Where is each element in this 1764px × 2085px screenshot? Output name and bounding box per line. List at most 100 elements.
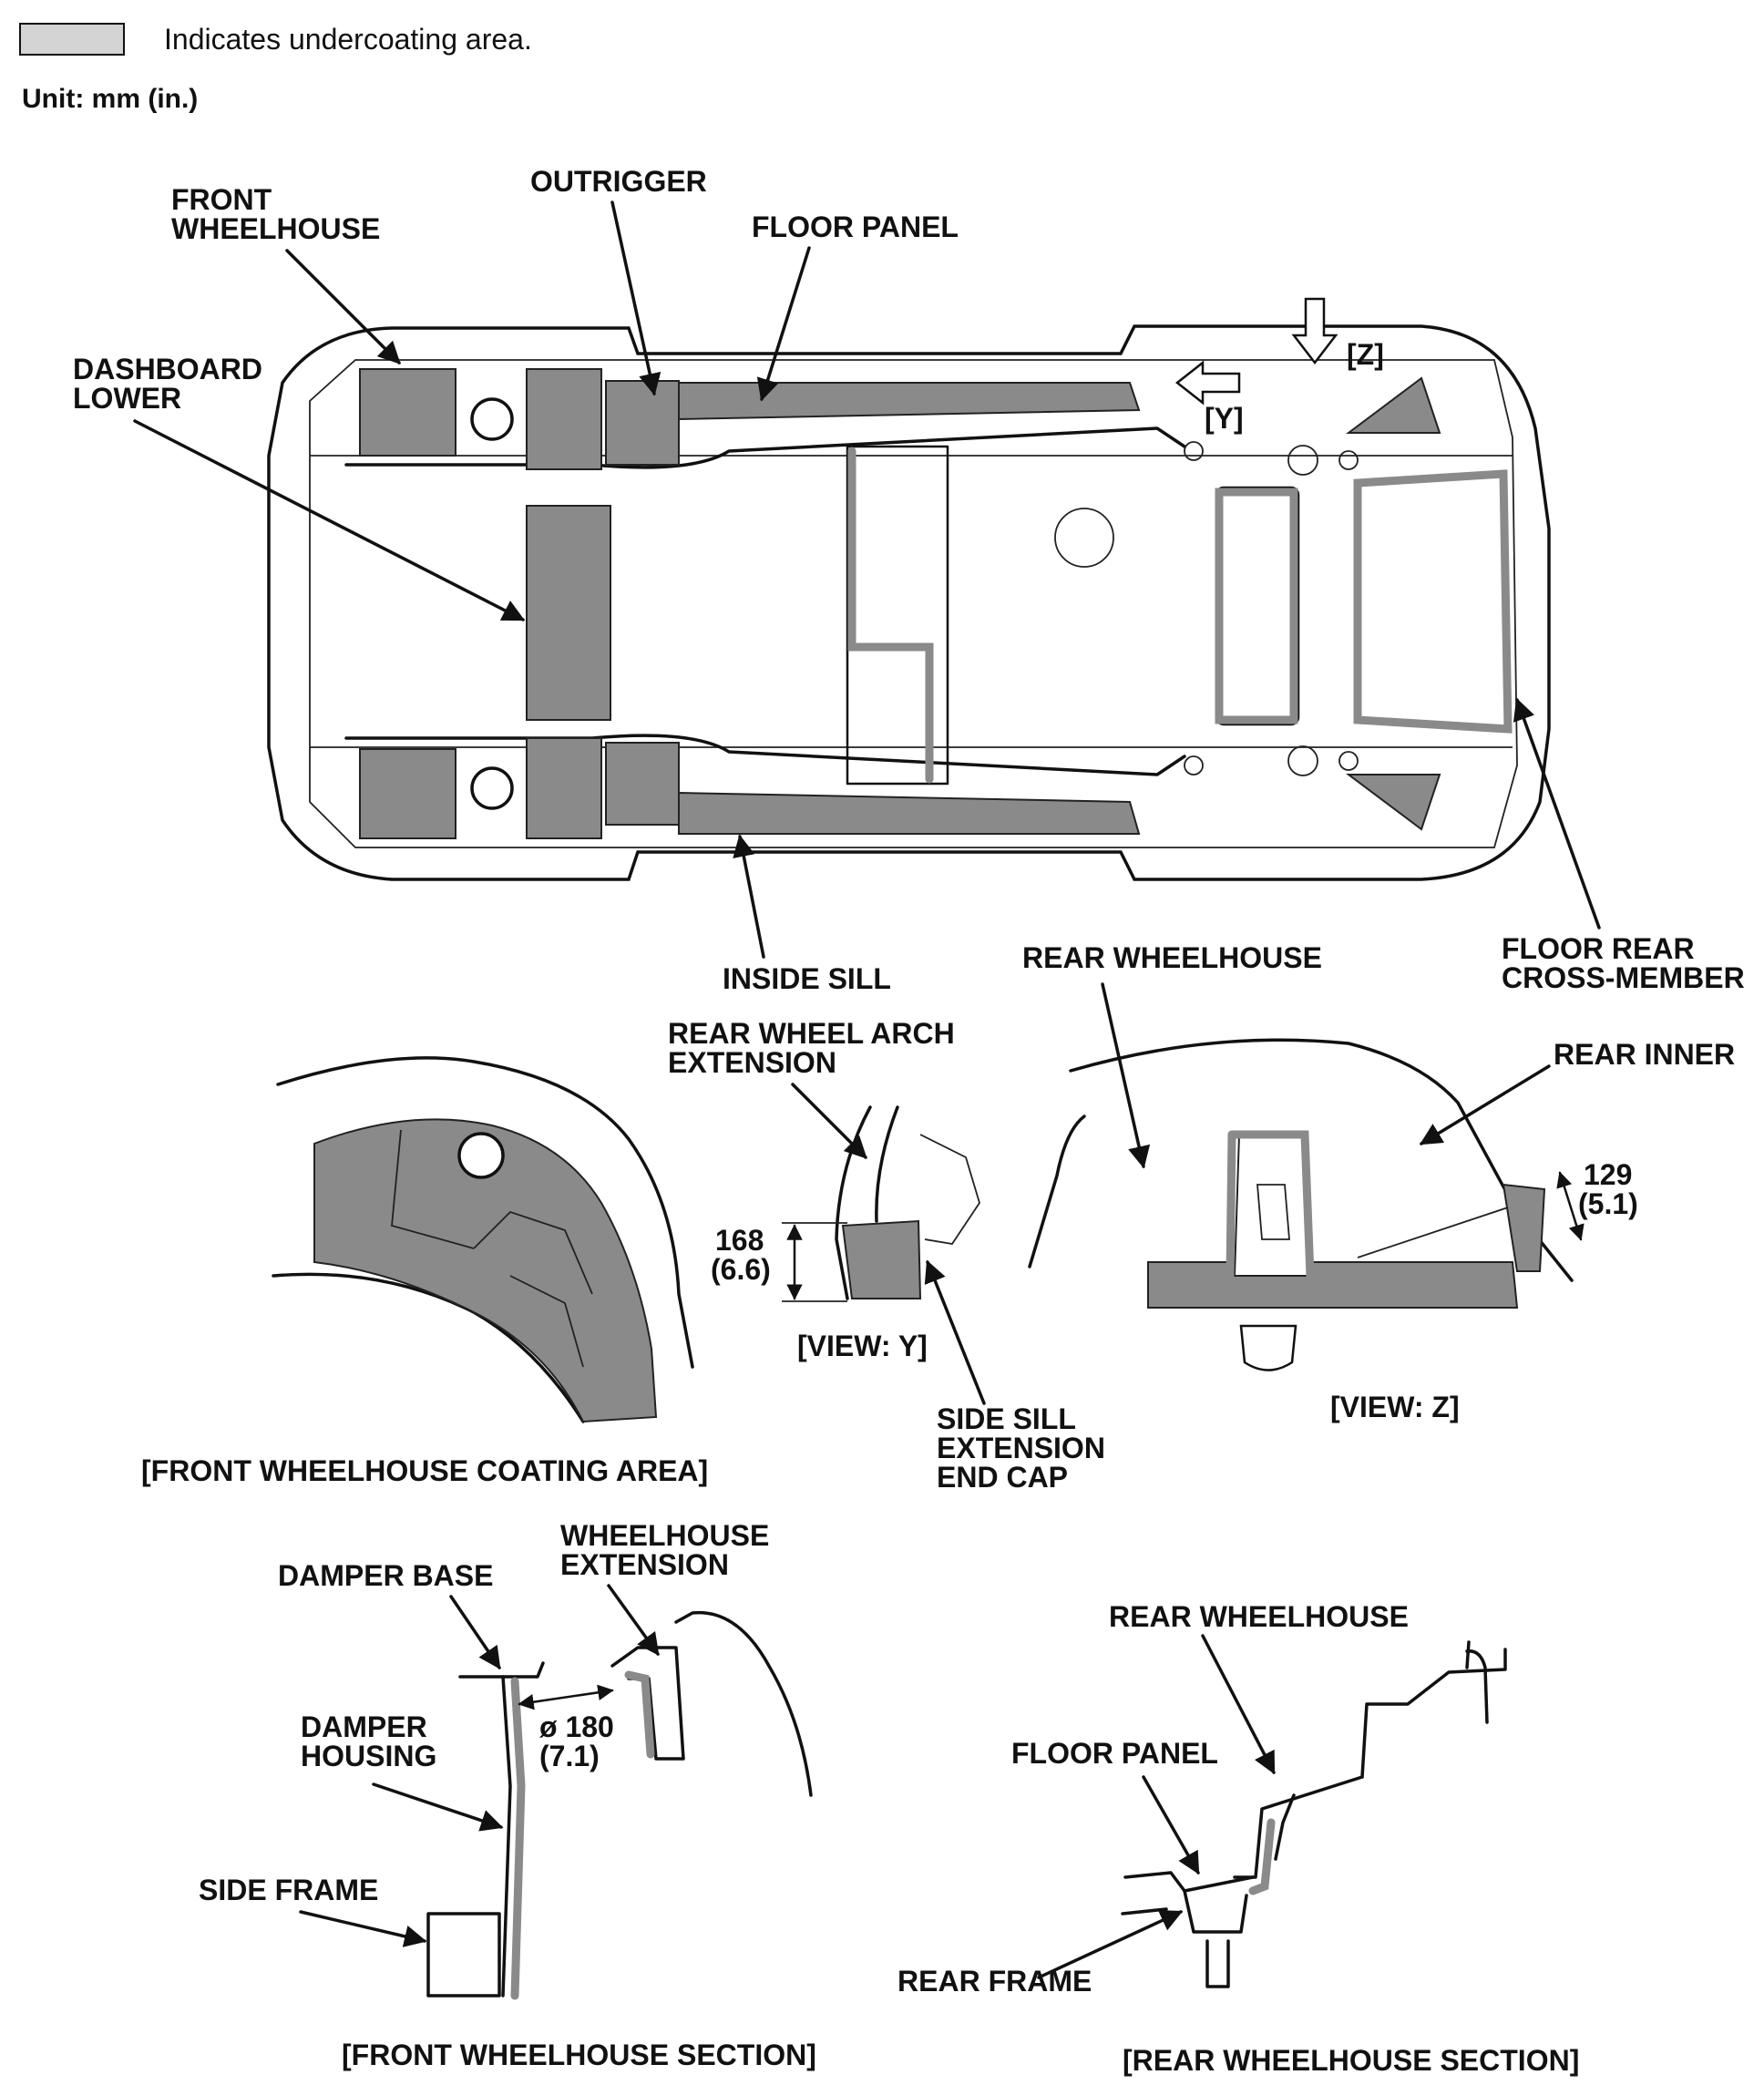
label-floor-rear-cross-member: FLOOR REAR CROSS-MEMBER	[1502, 932, 1745, 994]
view-z-dimension-line	[1556, 1171, 1585, 1241]
leader-outrigger	[610, 200, 662, 396]
rear-wheelhouse-coat	[1248, 1818, 1276, 1895]
leader-side-sill-extension-end-cap	[924, 1259, 986, 1405]
underbody-view: [Z] [Y] FRONT WHEELHOUSE OUTRIGGER FLOOR…	[73, 165, 1745, 995]
front-damper-upper	[470, 397, 514, 441]
outer-panel	[674, 1610, 813, 1797]
view-z-dimension-mm: 129	[1584, 1158, 1632, 1191]
label-damper-base: DAMPER BASE	[278, 1559, 493, 1592]
front-wheelhouse-section: ø 180 (7.1) DAMPER BASE WHEELHOUSE EXTEN…	[199, 1519, 816, 2071]
label-rear-section-floor-panel: FLOOR PANEL	[1011, 1737, 1218, 1770]
view-y-dimension-mm: 168	[715, 1224, 764, 1257]
legend-text: Indicates undercoating area.	[164, 23, 532, 56]
leader-floor-rear-cross-member	[1513, 697, 1601, 930]
rear-crossmember-coat-1	[1215, 488, 1298, 724]
rear-wheelhouse-coat-upper	[1346, 376, 1441, 434]
label-rear-frame: REAR FRAME	[897, 1965, 1092, 1998]
floor-panel-sill-coat-upper	[678, 382, 1141, 421]
rear-section-outer-panel	[1360, 1640, 1507, 1779]
view-z-damper	[1239, 1324, 1297, 1371]
label-side-sill-extension-end-cap: SIDE SILL EXTENSION END CAP	[937, 1402, 1113, 1494]
label-floor-panel: FLOOR PANEL	[752, 211, 959, 243]
view-z-floor-coat	[1147, 1261, 1519, 1309]
label-damper-housing: DAMPER HOUSING	[301, 1710, 436, 1772]
front-section-dimension-line	[518, 1684, 614, 1710]
outrigger-coat-upper	[605, 380, 680, 466]
center-rail-upper	[344, 426, 1186, 469]
underbody-inner-outline	[309, 359, 1518, 848]
view-z-marker: [Z]	[1347, 338, 1384, 371]
view-z: 129 (5.1) REAR WHEELHOUSE REAR INNER [VI…	[1022, 941, 1735, 1423]
label-front-wheelhouse: FRONT WHEELHOUSE	[171, 183, 380, 245]
damper-base-flange	[458, 1661, 545, 1679]
side-frame-box	[426, 1912, 501, 1998]
rear-frame-box	[1183, 1889, 1248, 1934]
leader-floor-panel	[756, 246, 811, 402]
unit-label: Unit: mm (in.)	[22, 84, 198, 114]
leader-inside-sill	[733, 834, 765, 959]
leader-front-wheelhouse	[285, 249, 401, 365]
leader-rear-section-floor-panel	[1142, 1775, 1200, 1875]
leader-dashboard-lower	[133, 419, 526, 621]
inside-sill-coat-lower	[678, 791, 1141, 835]
caption-front-wheelhouse-section: [FRONT WHEELHOUSE SECTION]	[342, 2039, 816, 2071]
view-y-dimension-in: (6.6)	[711, 1253, 771, 1286]
leader-rear-wheel-arch-extension	[791, 1083, 867, 1159]
leader-wheelhouse-extension	[607, 1584, 660, 1656]
rear-wheelhouse-section: REAR WHEELHOUSE FLOOR PANEL REAR FRAME […	[897, 1600, 1579, 2077]
leader-damper-housing	[372, 1782, 504, 1832]
view-z-rear-inner-coat	[1502, 1183, 1546, 1272]
view-y-coated-region	[841, 1219, 922, 1299]
view-y: 168 (6.6) REAR WHEEL ARCH EXTENSION SIDE…	[668, 1017, 1113, 1494]
rear-wheelhouse-wall	[1233, 1775, 1364, 1879]
view-z-rear-wheelhouse-outline-coat	[1226, 1130, 1315, 1280]
label-outrigger: OUTRIGGER	[530, 165, 707, 198]
front-wheelhouse-coat-upper	[359, 368, 456, 457]
leader-rear-wheelhouse	[1101, 982, 1151, 1169]
leader-side-frame	[299, 1910, 427, 1947]
front-wheelhouse-coated-region	[313, 1118, 658, 1423]
caption-view-y: [VIEW: Y]	[797, 1330, 928, 1362]
label-side-frame: SIDE FRAME	[199, 1874, 378, 1906]
damper-housing-wall	[501, 1675, 512, 1998]
caption-rear-wheelhouse-section: [REAR WHEELHOUSE SECTION]	[1123, 2044, 1579, 2077]
front-section-dimension-in: (7.1)	[539, 1740, 600, 1772]
label-wheelhouse-extension: WHEELHOUSE EXTENSION	[560, 1519, 777, 1581]
leader-rear-inner	[1419, 1064, 1551, 1145]
front-wheelhouse-coat-lower	[359, 748, 456, 839]
caption-view-z: [VIEW: Z]	[1330, 1391, 1460, 1423]
leader-damper-base	[449, 1595, 501, 1670]
label-rear-inner: REAR INNER	[1554, 1038, 1735, 1071]
view-z-arrow	[1291, 297, 1338, 365]
front-wheelhouse-coating-area: [FRONT WHEELHOUSE COATING AREA]	[141, 1056, 708, 1487]
tunnel-coat	[847, 447, 934, 784]
label-inside-sill: INSIDE SILL	[723, 962, 891, 995]
spare-well	[1054, 508, 1114, 568]
view-y-marker: [Y]	[1205, 402, 1244, 435]
legend-swatch	[19, 23, 125, 56]
tunnel	[846, 445, 949, 786]
front-wheelhouse-coat-upper2	[526, 368, 602, 470]
label-dashboard-lower: DASHBOARD LOWER	[73, 353, 271, 415]
label-rear-section-rear-wheelhouse: REAR WHEELHOUSE	[1109, 1600, 1409, 1633]
rear-wheelhouse-coat-lower	[1346, 774, 1441, 831]
front-section-dimension-mm: ø 180	[539, 1710, 614, 1743]
dashboard-lower-coat	[526, 505, 611, 721]
label-rear-wheelhouse: REAR WHEELHOUSE	[1022, 941, 1322, 974]
caption-front-wheelhouse-coating-area: [FRONT WHEELHOUSE COATING AREA]	[141, 1454, 708, 1487]
leader-rear-frame	[1037, 1910, 1184, 1979]
floor-rear-crossmember-coat	[1353, 469, 1513, 734]
view-z-dimension-in: (5.1)	[1578, 1187, 1638, 1220]
rear-floor-panel	[1123, 1871, 1255, 1893]
label-rear-wheel-arch-extension: REAR WHEEL ARCH EXTENSION	[668, 1017, 963, 1079]
outrigger-coat-lower	[605, 742, 680, 826]
leader-rear-section-rear-wheelhouse	[1201, 1634, 1276, 1775]
legend: Indicates undercoating area. Unit: mm (i…	[19, 23, 532, 114]
view-y-arrow	[1174, 360, 1241, 406]
view-z-rear-wheelhouse-coat	[1233, 1134, 1309, 1277]
front-damper-lower	[470, 766, 514, 810]
front-wheelhouse-coat-lower2	[526, 737, 602, 839]
wheelhouse-extension-coat	[624, 1670, 655, 1759]
damper-housing-coat	[510, 1677, 526, 2000]
